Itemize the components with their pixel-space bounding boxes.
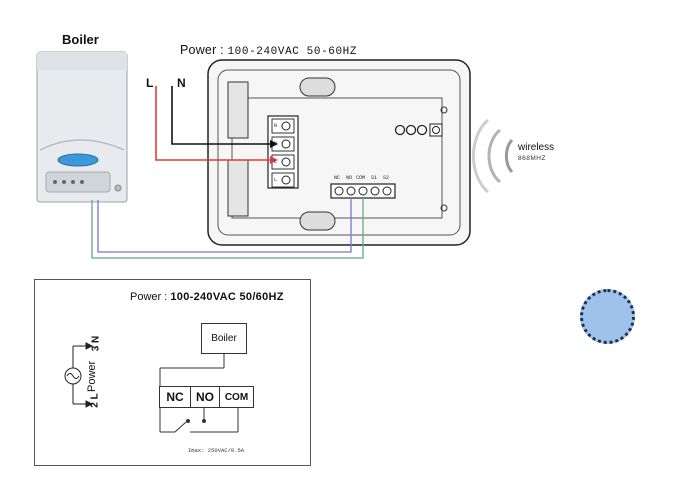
- schematic-boiler-box: Boiler: [201, 323, 247, 354]
- relay-nc-cell: NC: [159, 386, 191, 408]
- pin2-label: 2 L: [90, 393, 101, 407]
- imax-label: Imax: 250VAC/0.5A: [188, 447, 244, 454]
- side-power-label: Power: [86, 361, 98, 392]
- schematic-power-rating: Power : 100-240VAC 50/60HZ: [130, 291, 284, 303]
- schematic-power-value: 100-240VAC 50/60HZ: [170, 291, 283, 303]
- relay-com-cell: COM: [219, 386, 254, 408]
- dotted-circle-marker: [580, 289, 635, 344]
- relay-no-cell: NO: [190, 386, 220, 408]
- schematic-power-prefix: Power :: [130, 291, 167, 303]
- pin3-label: 3 N: [90, 336, 101, 352]
